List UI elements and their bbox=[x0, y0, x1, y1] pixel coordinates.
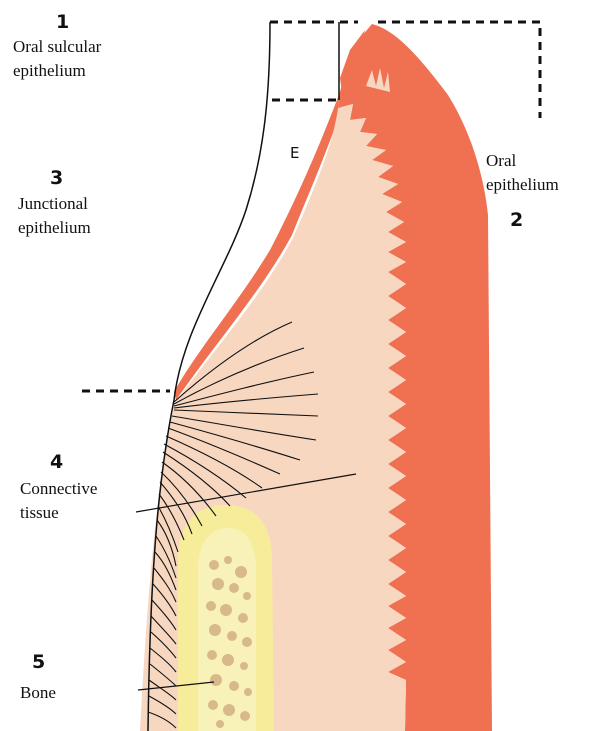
label-junctional-1: Junctional bbox=[18, 194, 88, 213]
label-number-3: 3 bbox=[50, 167, 63, 189]
label-oral-sulcular-1: Oral sulcular bbox=[13, 37, 102, 56]
label-number-1: 1 bbox=[56, 11, 69, 33]
label-number-5: 5 bbox=[32, 651, 45, 673]
label-oral-epithelium-1: Oral bbox=[486, 151, 516, 170]
label-number-2: 2 bbox=[510, 209, 523, 231]
label-connective-1: Connective bbox=[20, 479, 97, 498]
label-number-4: 4 bbox=[50, 451, 63, 473]
label-junctional-2: epithelium bbox=[18, 218, 91, 237]
label-oral-sulcular-2: epithelium bbox=[13, 61, 86, 80]
label-oral-epithelium-2: epithelium bbox=[486, 175, 559, 194]
label-e: E bbox=[290, 144, 299, 162]
label-bone: Bone bbox=[20, 683, 56, 702]
label-connective-2: tissue bbox=[20, 503, 59, 522]
